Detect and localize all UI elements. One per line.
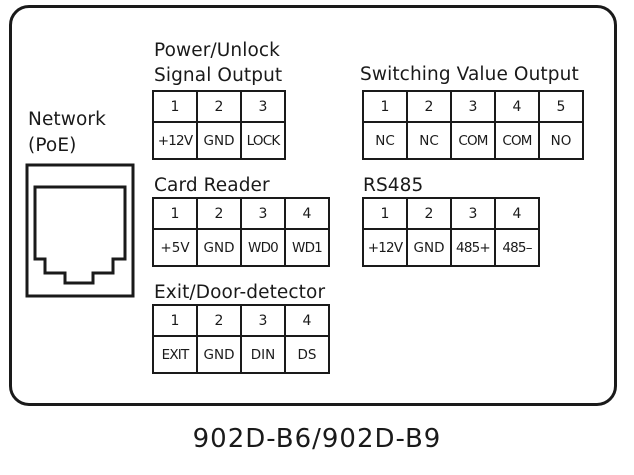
pin-number: 2 [196, 197, 242, 230]
pin-number: 1 [362, 197, 408, 230]
power-unlock-pin-table: 1 2 3 +12V GND LOCK [152, 90, 286, 160]
pin-number: 1 [152, 304, 198, 337]
pin-number: 1 [362, 90, 408, 123]
pin-number: 2 [196, 304, 242, 337]
pin-signal: WD1 [284, 228, 330, 267]
pin-number: 2 [406, 90, 452, 123]
pin-number: 4 [494, 197, 540, 230]
switching-value-title: Switching Value Output [360, 64, 579, 85]
power-unlock-title-line1: Power/Unlock [154, 40, 280, 61]
pin-signal: LOCK [240, 121, 286, 160]
card-reader-title: Card Reader [154, 175, 270, 196]
pin-number: 2 [196, 90, 242, 123]
pin-number: 3 [450, 90, 496, 123]
pin-signal: COM [494, 121, 540, 160]
pin-number: 3 [240, 90, 286, 123]
pin-number: 3 [450, 197, 496, 230]
pin-signal: DIN [240, 335, 286, 374]
pin-number: 1 [152, 197, 198, 230]
pin-signal: EXIT [152, 335, 198, 374]
pin-signal: +12V [362, 228, 408, 267]
pin-signal: +5V [152, 228, 198, 267]
pin-number: 4 [494, 90, 540, 123]
poe-label: (PoE) [28, 135, 77, 156]
pin-signal: NO [538, 121, 584, 160]
rj45-port-icon [25, 163, 135, 298]
pin-signal: +12V [152, 121, 198, 160]
network-label: Network [28, 109, 106, 130]
pin-signal: NC [406, 121, 452, 160]
power-unlock-title-line2: Signal Output [154, 65, 283, 86]
card-reader-pin-table: 1 2 3 4 +5V GND WD0 WD1 [152, 197, 330, 267]
pin-number: 4 [284, 304, 330, 337]
switching-value-pin-table: 1 2 3 4 5 NC NC COM COM NO [362, 90, 584, 160]
pin-signal: DS [284, 335, 330, 374]
pin-number: 1 [152, 90, 198, 123]
rs485-pin-table: 1 2 3 4 +12V GND 485+ 485– [362, 197, 540, 267]
pin-signal: GND [196, 121, 242, 160]
pin-number: 3 [240, 197, 286, 230]
exit-door-title: Exit/Door-detector [154, 282, 326, 303]
pin-signal: GND [196, 228, 242, 267]
exit-door-pin-table: 1 2 3 4 EXIT GND DIN DS [152, 304, 330, 374]
pin-number: 5 [538, 90, 584, 123]
pin-signal: 485– [494, 228, 540, 267]
pin-number: 3 [240, 304, 286, 337]
pin-signal: WD0 [240, 228, 286, 267]
pin-signal: GND [196, 335, 242, 374]
model-title: 902D-B6/902D-B9 [192, 424, 442, 454]
pin-signal: NC [362, 121, 408, 160]
pin-signal: COM [450, 121, 496, 160]
pin-number: 4 [284, 197, 330, 230]
pin-signal: 485+ [450, 228, 496, 267]
pin-signal: GND [406, 228, 452, 267]
pin-number: 2 [406, 197, 452, 230]
device-outline [9, 5, 617, 406]
rs485-title: RS485 [363, 175, 424, 196]
